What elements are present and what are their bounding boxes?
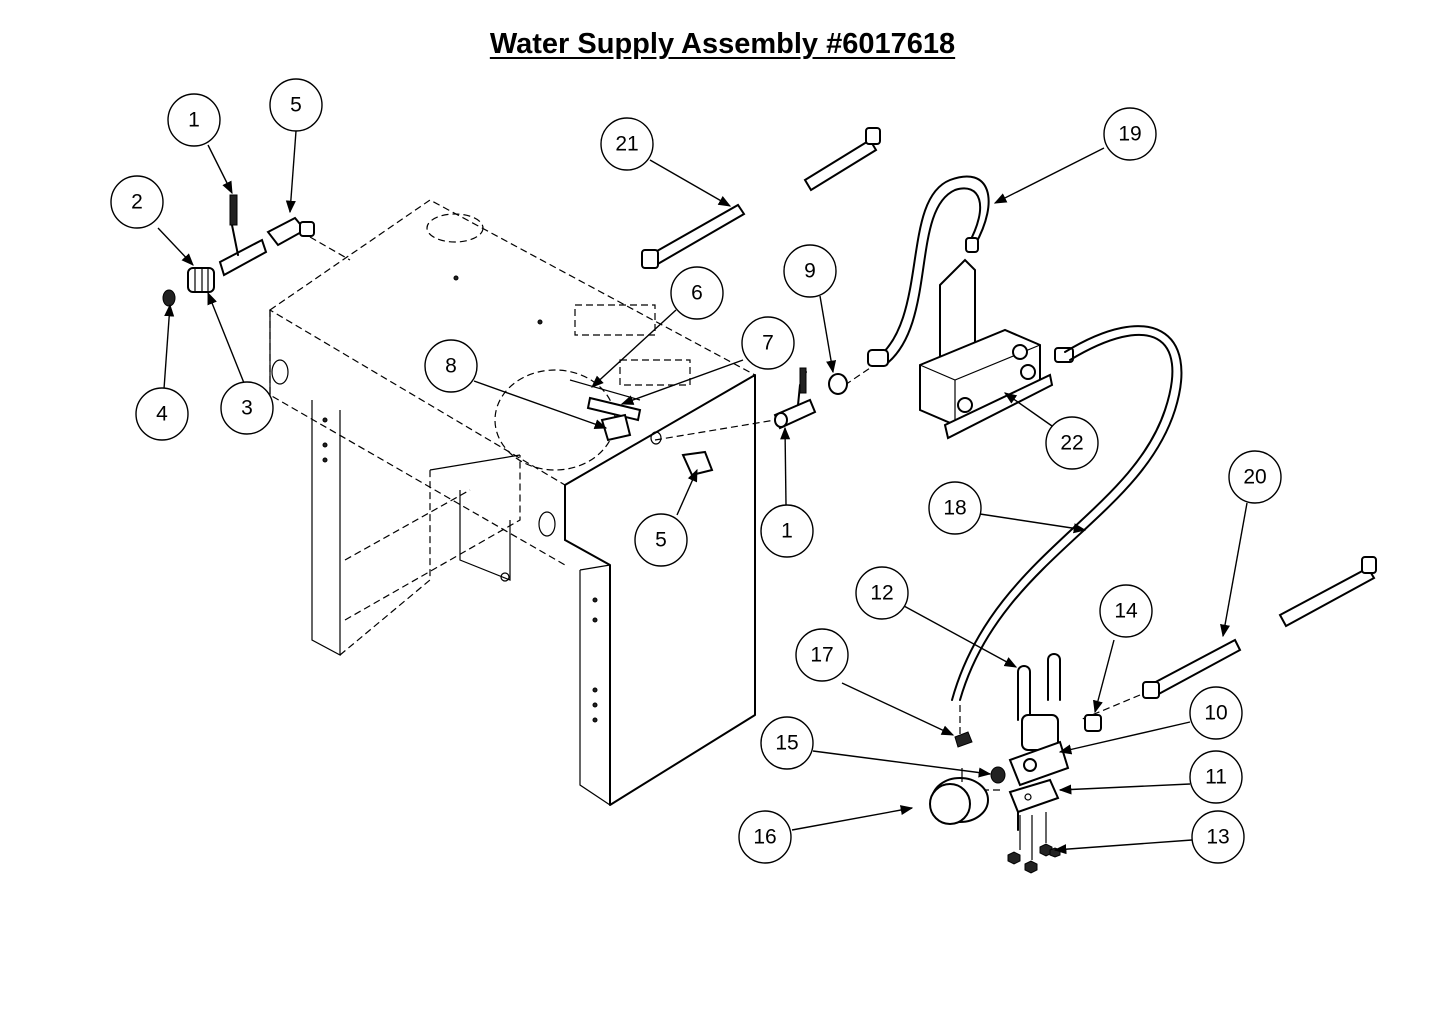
part-10-solenoid-valve bbox=[1008, 714, 1070, 787]
svg-text:18: 18 bbox=[943, 497, 966, 520]
callout-20: 20 bbox=[1228, 450, 1282, 504]
part-4-nut bbox=[162, 289, 176, 307]
part-5-elbow-upper bbox=[266, 216, 315, 247]
spare-tube-lower bbox=[1278, 556, 1377, 628]
svg-text:21: 21 bbox=[615, 133, 638, 156]
callout-8: 8 bbox=[424, 339, 478, 393]
callout-14: 14 bbox=[1099, 584, 1153, 638]
part-1-ball-valve-left bbox=[218, 194, 268, 277]
part-20-tube bbox=[1142, 638, 1242, 699]
svg-text:14: 14 bbox=[1114, 600, 1138, 623]
svg-text:9: 9 bbox=[804, 260, 816, 283]
svg-text:22: 22 bbox=[1060, 432, 1083, 455]
svg-text:17: 17 bbox=[810, 644, 833, 667]
callout-11: 11 bbox=[1189, 750, 1243, 804]
svg-text:6: 6 bbox=[691, 282, 703, 305]
callout-1: 1 bbox=[167, 93, 221, 147]
callout-9: 9 bbox=[783, 244, 837, 298]
part-21-tube-upper bbox=[641, 203, 746, 269]
part-15-fitting bbox=[990, 766, 1006, 784]
diagram-title: Water Supply Assembly #6017618 bbox=[489, 28, 956, 60]
part-13-nuts bbox=[1007, 812, 1061, 874]
part-16-gauge bbox=[929, 768, 989, 825]
svg-text:5: 5 bbox=[655, 529, 667, 552]
callout-10: 10 bbox=[1189, 686, 1243, 740]
part-5-elbow-lower bbox=[650, 431, 714, 477]
part-19-hose bbox=[867, 175, 990, 367]
callout-4: 4 bbox=[135, 387, 189, 441]
part-14-fitting bbox=[1084, 714, 1102, 732]
part-11-bracket bbox=[1008, 778, 1060, 831]
svg-text:13: 13 bbox=[1206, 826, 1229, 849]
svg-text:1: 1 bbox=[781, 520, 793, 543]
assembly-centerlines bbox=[309, 236, 1141, 791]
part-17-clamp bbox=[954, 731, 973, 748]
svg-text:10: 10 bbox=[1204, 702, 1227, 725]
svg-text:8: 8 bbox=[445, 355, 457, 378]
callout-5: 5 bbox=[269, 78, 323, 132]
callout-16: 16 bbox=[738, 810, 792, 864]
callout-1: 1 bbox=[760, 504, 814, 558]
callout-15: 15 bbox=[760, 716, 814, 770]
callout-bubbles: 1 5 2 4 3 21 19 6 bbox=[110, 78, 1282, 864]
svg-text:2: 2 bbox=[131, 191, 143, 214]
svg-text:15: 15 bbox=[775, 732, 798, 755]
callout-17: 17 bbox=[795, 628, 849, 682]
svg-text:3: 3 bbox=[241, 397, 253, 420]
part-2-3-fitting bbox=[187, 267, 215, 293]
svg-text:5: 5 bbox=[290, 94, 302, 117]
callout-12: 12 bbox=[855, 566, 909, 620]
svg-text:7: 7 bbox=[762, 332, 774, 355]
part-18-hose bbox=[951, 325, 1183, 701]
callout-6: 6 bbox=[670, 266, 724, 320]
part-9-fitting bbox=[828, 373, 848, 395]
svg-text:11: 11 bbox=[1205, 766, 1227, 789]
part-1-ball-valve-center bbox=[773, 367, 817, 430]
cabinet-frame bbox=[268, 199, 757, 806]
callout-7: 7 bbox=[741, 316, 795, 370]
svg-text:1: 1 bbox=[188, 109, 200, 132]
callout-5: 5 bbox=[634, 513, 688, 567]
spare-tube-upper bbox=[803, 127, 881, 192]
leader-lines bbox=[157, 130, 1248, 855]
callout-21: 21 bbox=[600, 117, 654, 171]
part-6-7-8-components bbox=[569, 379, 642, 442]
callout-2: 2 bbox=[110, 175, 164, 229]
callout-3: 3 bbox=[220, 381, 274, 435]
part-12-clips bbox=[1017, 653, 1061, 721]
svg-text:12: 12 bbox=[870, 582, 893, 605]
svg-text:19: 19 bbox=[1118, 123, 1141, 146]
svg-text:16: 16 bbox=[753, 826, 776, 849]
part-22-filter-head bbox=[919, 258, 1074, 440]
svg-text:4: 4 bbox=[156, 403, 168, 426]
callout-22: 22 bbox=[1045, 416, 1099, 470]
svg-text:20: 20 bbox=[1243, 466, 1266, 489]
callout-18: 18 bbox=[928, 481, 982, 535]
callout-13: 13 bbox=[1191, 810, 1245, 864]
callout-19: 19 bbox=[1103, 107, 1157, 161]
